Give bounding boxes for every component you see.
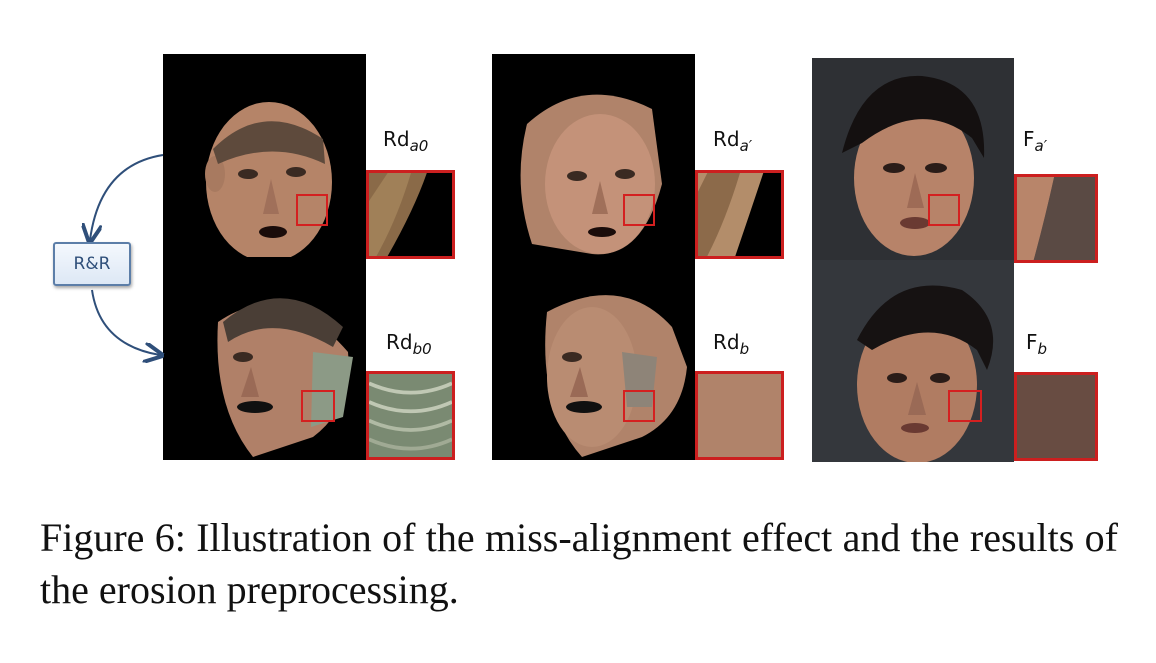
crop-marker-b <box>623 390 655 422</box>
crop-marker-f-b <box>948 390 982 422</box>
render-image-b <box>492 257 695 460</box>
label-f-b: Fb <box>1026 330 1048 358</box>
crop-marker-a-prime <box>623 194 655 226</box>
zoom-crop-b <box>695 371 784 460</box>
label-f-a-prime: Fa′ <box>1023 127 1048 155</box>
crop-marker-f-a-prime <box>928 194 960 226</box>
render-image-a0 <box>163 54 366 257</box>
face-image-b <box>812 260 1014 462</box>
crop-marker-b0 <box>301 390 335 422</box>
rr-arrows <box>70 154 170 370</box>
render-image-b0 <box>163 257 366 460</box>
label-rd-b: Rdb <box>713 330 750 358</box>
figure-caption: Figure 6: Illustration of the miss-align… <box>40 515 1118 612</box>
label-rd-a-prime: Rda′ <box>713 127 753 155</box>
zoom-crop-f-a-prime <box>1014 174 1098 263</box>
rr-box-label: R&R <box>73 254 111 274</box>
rr-box: R&R <box>53 242 131 286</box>
zoom-crop-a-prime <box>695 170 784 259</box>
zoom-crop-a0 <box>366 170 455 259</box>
label-rd-a0: Rda0 <box>383 127 429 155</box>
zoom-crop-b0 <box>366 371 455 460</box>
zoom-crop-f-b <box>1014 372 1098 461</box>
crop-marker-a0 <box>296 194 328 226</box>
label-rd-b0: Rdb0 <box>386 330 432 358</box>
face-image-a-prime <box>812 58 1014 260</box>
render-image-a-prime <box>492 54 695 257</box>
